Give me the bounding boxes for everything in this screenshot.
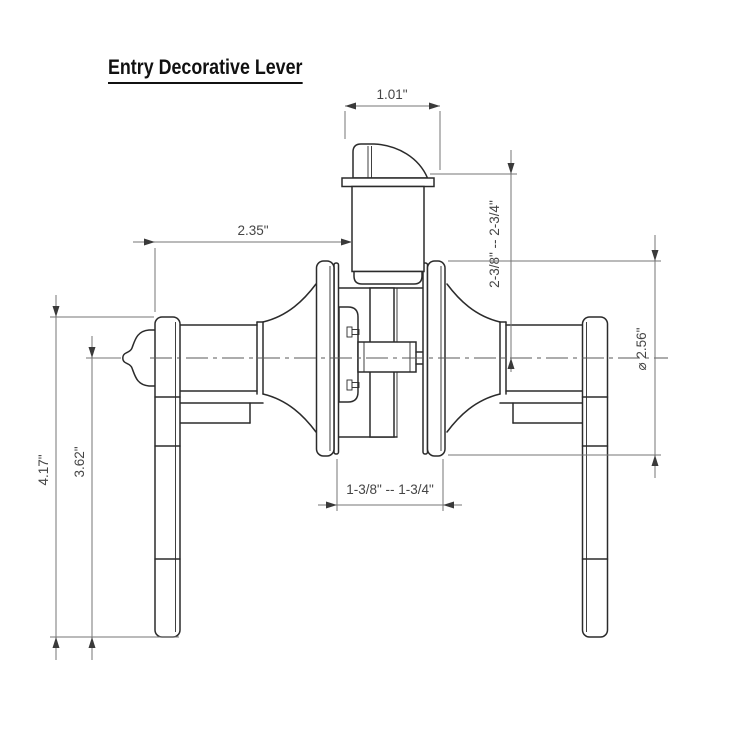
right-rose-plate xyxy=(426,260,446,457)
dim-lever-to-latch: 2.35" xyxy=(133,223,352,312)
dim-lever-height-label: 3.62" xyxy=(72,446,87,477)
dim-door-thickness: 1-3/8" -- 1-3/4" xyxy=(318,459,462,511)
dim-lever-height: 3.62" xyxy=(72,336,96,660)
latch-bolt xyxy=(352,143,429,179)
left-rosette xyxy=(315,260,340,457)
right-lever xyxy=(581,316,609,638)
dim-rose-diameter: ⌀ 2.56" xyxy=(448,235,661,478)
left-finial xyxy=(122,329,157,387)
dim-rose-diameter-label: ⌀ 2.56" xyxy=(634,327,649,370)
page-title: Entry Decorative Lever xyxy=(108,56,303,84)
screw-boss-bottom xyxy=(346,379,360,391)
screw-boss-top xyxy=(346,326,360,338)
dim-overall-height: 4.17" xyxy=(36,295,179,660)
latch-cylinder-base xyxy=(353,270,423,285)
latch-flange xyxy=(341,177,435,188)
latch-cylinder xyxy=(351,185,425,273)
dim-bolt-width: 1.01" xyxy=(344,87,441,170)
dim-overall-height-label: 4.17" xyxy=(36,454,51,485)
dim-door-thickness-label: 1-3/8" -- 1-3/4" xyxy=(346,482,434,497)
dim-backset-range-label: 2-3/8" -- 2-3/4" xyxy=(487,200,502,288)
chassis xyxy=(336,287,429,438)
dim-bolt-width-label: 1.01" xyxy=(376,87,407,102)
spindle-hub xyxy=(357,341,417,373)
right-rosette xyxy=(422,260,446,457)
left-neck xyxy=(179,283,317,433)
latch-face-plate xyxy=(338,306,359,403)
latch-unit xyxy=(341,143,435,285)
right-trumpet-top xyxy=(446,283,501,323)
right-trumpet-bottom xyxy=(446,393,501,433)
left-lever-bar xyxy=(154,316,181,638)
dim-lever-to-latch-label: 2.35" xyxy=(237,223,268,238)
left-trumpet-bottom xyxy=(262,393,317,433)
right-neck xyxy=(446,283,584,433)
left-rose-plate xyxy=(315,260,335,457)
left-lever xyxy=(122,316,181,638)
left-trumpet-top xyxy=(262,283,317,323)
